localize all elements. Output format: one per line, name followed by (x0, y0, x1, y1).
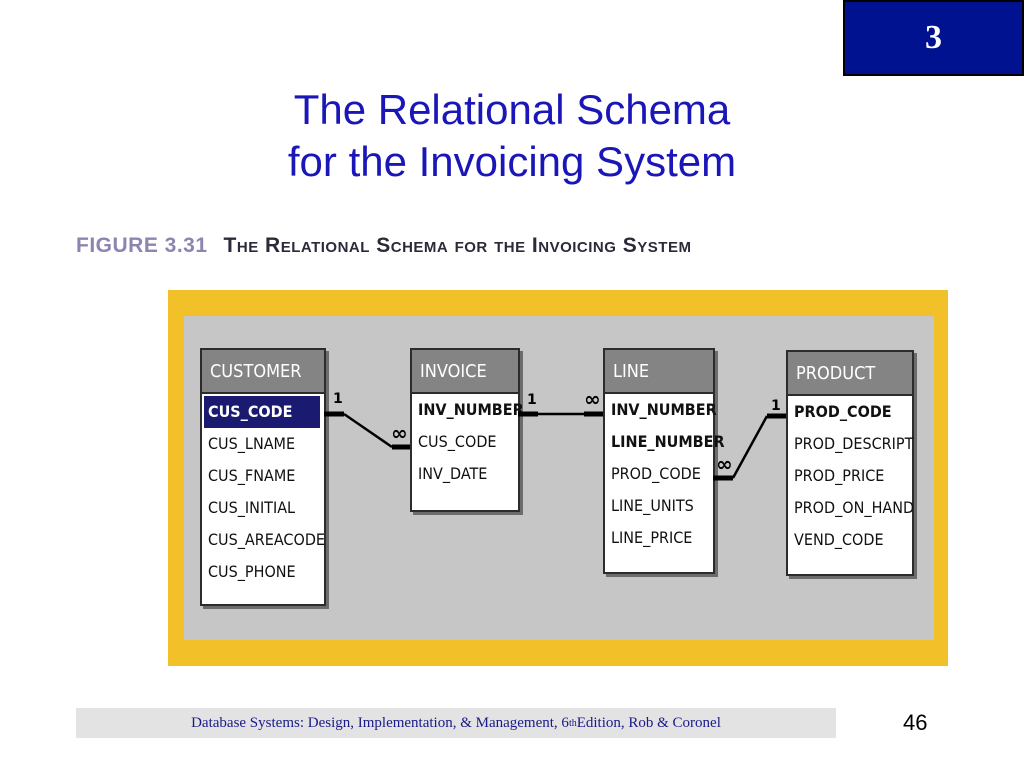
customer-field-cus-fname: CUS_FNAME (208, 466, 296, 485)
chapter-number-box: 3 (843, 0, 1024, 76)
line-field-line-units: LINE_UNITS (611, 496, 694, 515)
footer-text-start: Database Systems: Design, Implementation… (191, 714, 569, 731)
product-field-prod-code: PROD_CODE (794, 402, 892, 421)
invoice-field-inv-number: INV_NUMBER (418, 400, 524, 419)
footer-text-end: Edition, Rob & Coronel (576, 714, 721, 731)
product-table-header: PRODUCT (788, 352, 912, 396)
line-table: LINE INV_NUMBER LINE_NUMBER PROD_CODE LI… (603, 348, 725, 574)
footer-citation: Database Systems: Design, Implementation… (76, 708, 836, 738)
line-field-prod-code: PROD_CODE (611, 464, 701, 483)
product-field-prod-price: PROD_PRICE (794, 466, 885, 485)
invoice-field-cus-code: CUS_CODE (418, 432, 497, 451)
customer-field-cus-areacode: CUS_AREACODE (208, 530, 325, 549)
slide-title-line-1: The Relational Schema (293, 86, 731, 133)
product-table: PRODUCT PROD_CODE PROD_DESCRIPT PROD_PRI… (786, 350, 914, 576)
slide-title-line-2: for the Invoicing System (287, 138, 737, 185)
figure-number: FIGURE 3.31 (76, 234, 208, 257)
footer-superscript: th (568, 717, 577, 729)
customer-field-cus-lname: CUS_LNAME (208, 434, 296, 453)
product-field-prod-descript: PROD_DESCRIPT (794, 434, 914, 453)
customer-field-cus-phone: CUS_PHONE (208, 562, 296, 581)
line-table-header: LINE (605, 350, 713, 394)
invoice-field-inv-date: INV_DATE (418, 464, 488, 483)
slide-title: The Relational Schema for the Invoicing … (0, 84, 1024, 188)
customer-table: CUSTOMER CUS_CODE CUS_LNAME CUS_FNAME CU… (200, 348, 326, 606)
product-field-vend-code: VEND_CODE (794, 530, 884, 549)
page-number: 46 (903, 710, 928, 735)
invoice-table-header: INVOICE (412, 350, 518, 394)
figure-caption-text: The Relational Schema for the Invoicing … (223, 234, 692, 257)
invoice-table: INVOICE INV_NUMBER CUS_CODE INV_DATE (410, 348, 524, 512)
product-field-prod-on-hand: PROD_ON_HAND (794, 498, 915, 517)
customer-field-cus-code: CUS_CODE (204, 396, 320, 428)
line-field-inv-number: INV_NUMBER (611, 400, 717, 419)
figure-caption: FIGURE 3.31 The Relational Schema for th… (76, 231, 691, 261)
line-field-line-price: LINE_PRICE (611, 528, 693, 547)
line-field-line-number: LINE_NUMBER (611, 432, 725, 451)
chapter-number: 3 (925, 19, 942, 56)
customer-table-header: CUSTOMER (202, 350, 324, 394)
customer-field-cus-initial: CUS_INITIAL (208, 498, 296, 517)
